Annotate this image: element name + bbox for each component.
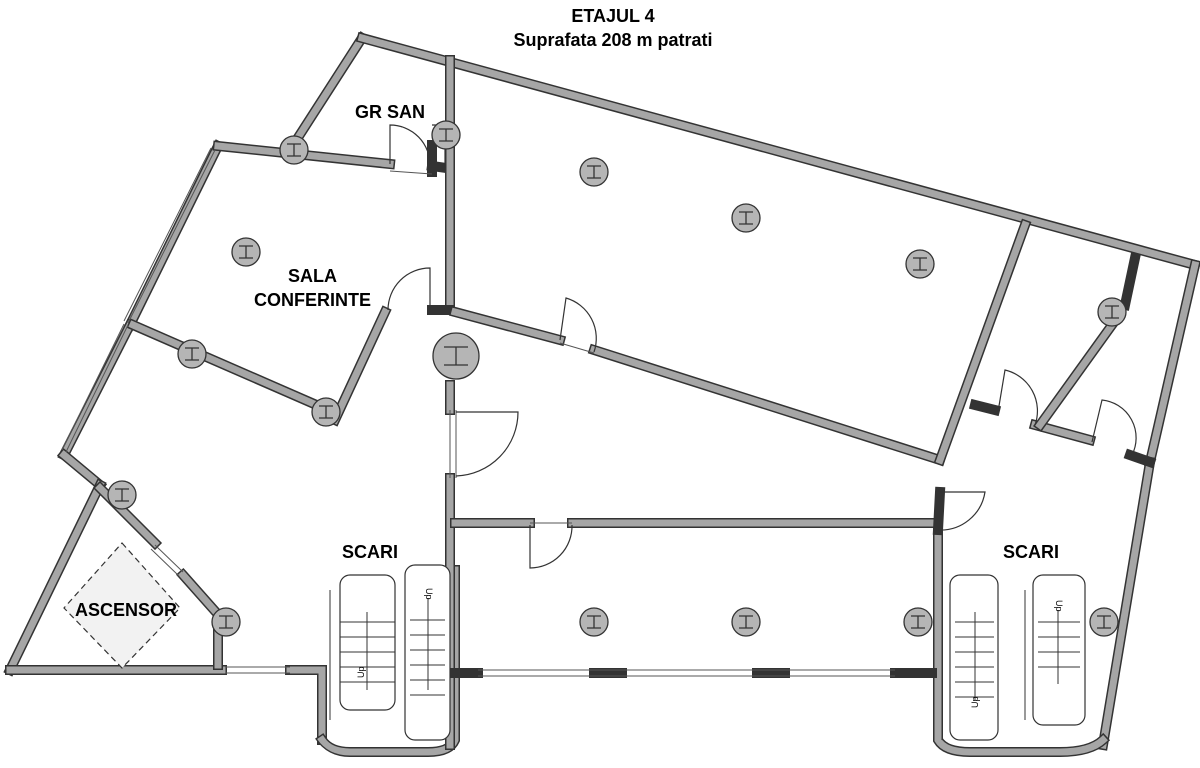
column-icon: [579, 157, 609, 187]
stairs-right: Up Up: [941, 574, 1086, 741]
stair-up-label: Up: [356, 666, 366, 678]
stair-up-label: Up: [970, 696, 980, 708]
column-icon: [731, 607, 761, 637]
floor-title: ETAJUL 4: [571, 6, 655, 26]
column-icon: [211, 607, 241, 637]
windows: [61, 147, 895, 677]
column-icon: [231, 237, 261, 267]
column-icon: [905, 249, 935, 279]
room-label-gr-san: GR SAN: [354, 102, 425, 122]
columns: [107, 120, 1127, 637]
interior-walls: [126, 55, 1157, 750]
stairs-left: Up Up: [329, 564, 451, 741]
stair-up-label: Up: [1054, 600, 1064, 612]
column-icon: [731, 203, 761, 233]
column-icon: [432, 332, 480, 380]
column-icon: [279, 135, 309, 165]
doors: [387, 124, 1137, 569]
floor-area: Suprafata 208 m patrati: [513, 30, 713, 50]
column-icon: [177, 339, 207, 369]
room-label-scari-left: SCARI: [341, 542, 398, 562]
stair-up-label: Up: [424, 588, 434, 600]
column-icon: [1089, 607, 1119, 637]
room-label-sala-line1: SALA: [288, 266, 337, 286]
column-icon: [579, 607, 609, 637]
outer-walls: [3, 31, 1200, 757]
column-icon: [1097, 297, 1127, 327]
column-icon: [903, 607, 933, 637]
room-label-scari-right: SCARI: [1002, 542, 1059, 562]
room-label-sala-line2: CONFERINTE: [254, 290, 371, 310]
elevator-shaft: [63, 542, 181, 669]
room-label-ascensor: ASCENSOR: [74, 600, 177, 620]
column-icon: [311, 397, 341, 427]
column-icon: [431, 120, 461, 150]
column-icon: [107, 480, 137, 510]
